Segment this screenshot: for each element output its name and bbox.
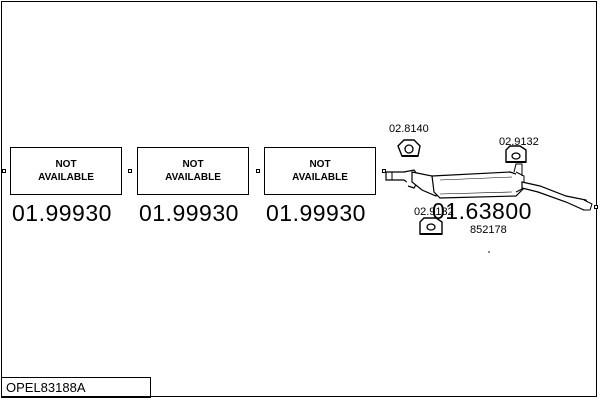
accessory-hanger-1-drawing (397, 139, 421, 157)
assembly-code: OPEL83188A (6, 380, 86, 395)
part-3-number: 01.99930 (266, 200, 366, 226)
part-1-number: 01.99930 (12, 200, 112, 226)
right-edge-connector (594, 205, 598, 209)
accessory-1-number: 02.8140 (389, 123, 429, 135)
part-2-connector (256, 169, 260, 173)
part-3-connector (382, 169, 386, 173)
accessory-2-number: 02.9132 (499, 136, 539, 148)
left-edge-connector (2, 169, 6, 173)
part-1-not-available-box: NOT AVAILABLE (10, 147, 122, 195)
part-2-number: 01.99930 (139, 200, 239, 226)
part-2-not-available-label: NOT AVAILABLE (165, 159, 221, 183)
part-3-not-available-label: NOT AVAILABLE (292, 159, 348, 183)
accessory-hanger-2-drawing (505, 145, 527, 163)
accessory-3-number: 02.9132 (414, 206, 454, 218)
part-3-not-available-box: NOT AVAILABLE (264, 147, 376, 195)
part-4-number: 01.63800 (432, 198, 532, 224)
part-4-sub-number: 852178 (470, 224, 507, 236)
accessory-hanger-3-drawing (419, 217, 443, 235)
part-2-not-available-box: NOT AVAILABLE (137, 147, 249, 195)
part-1-not-available-label: NOT AVAILABLE (38, 159, 94, 183)
part-1-connector (128, 169, 132, 173)
assembly-code-box: OPEL83188A (1, 377, 151, 398)
